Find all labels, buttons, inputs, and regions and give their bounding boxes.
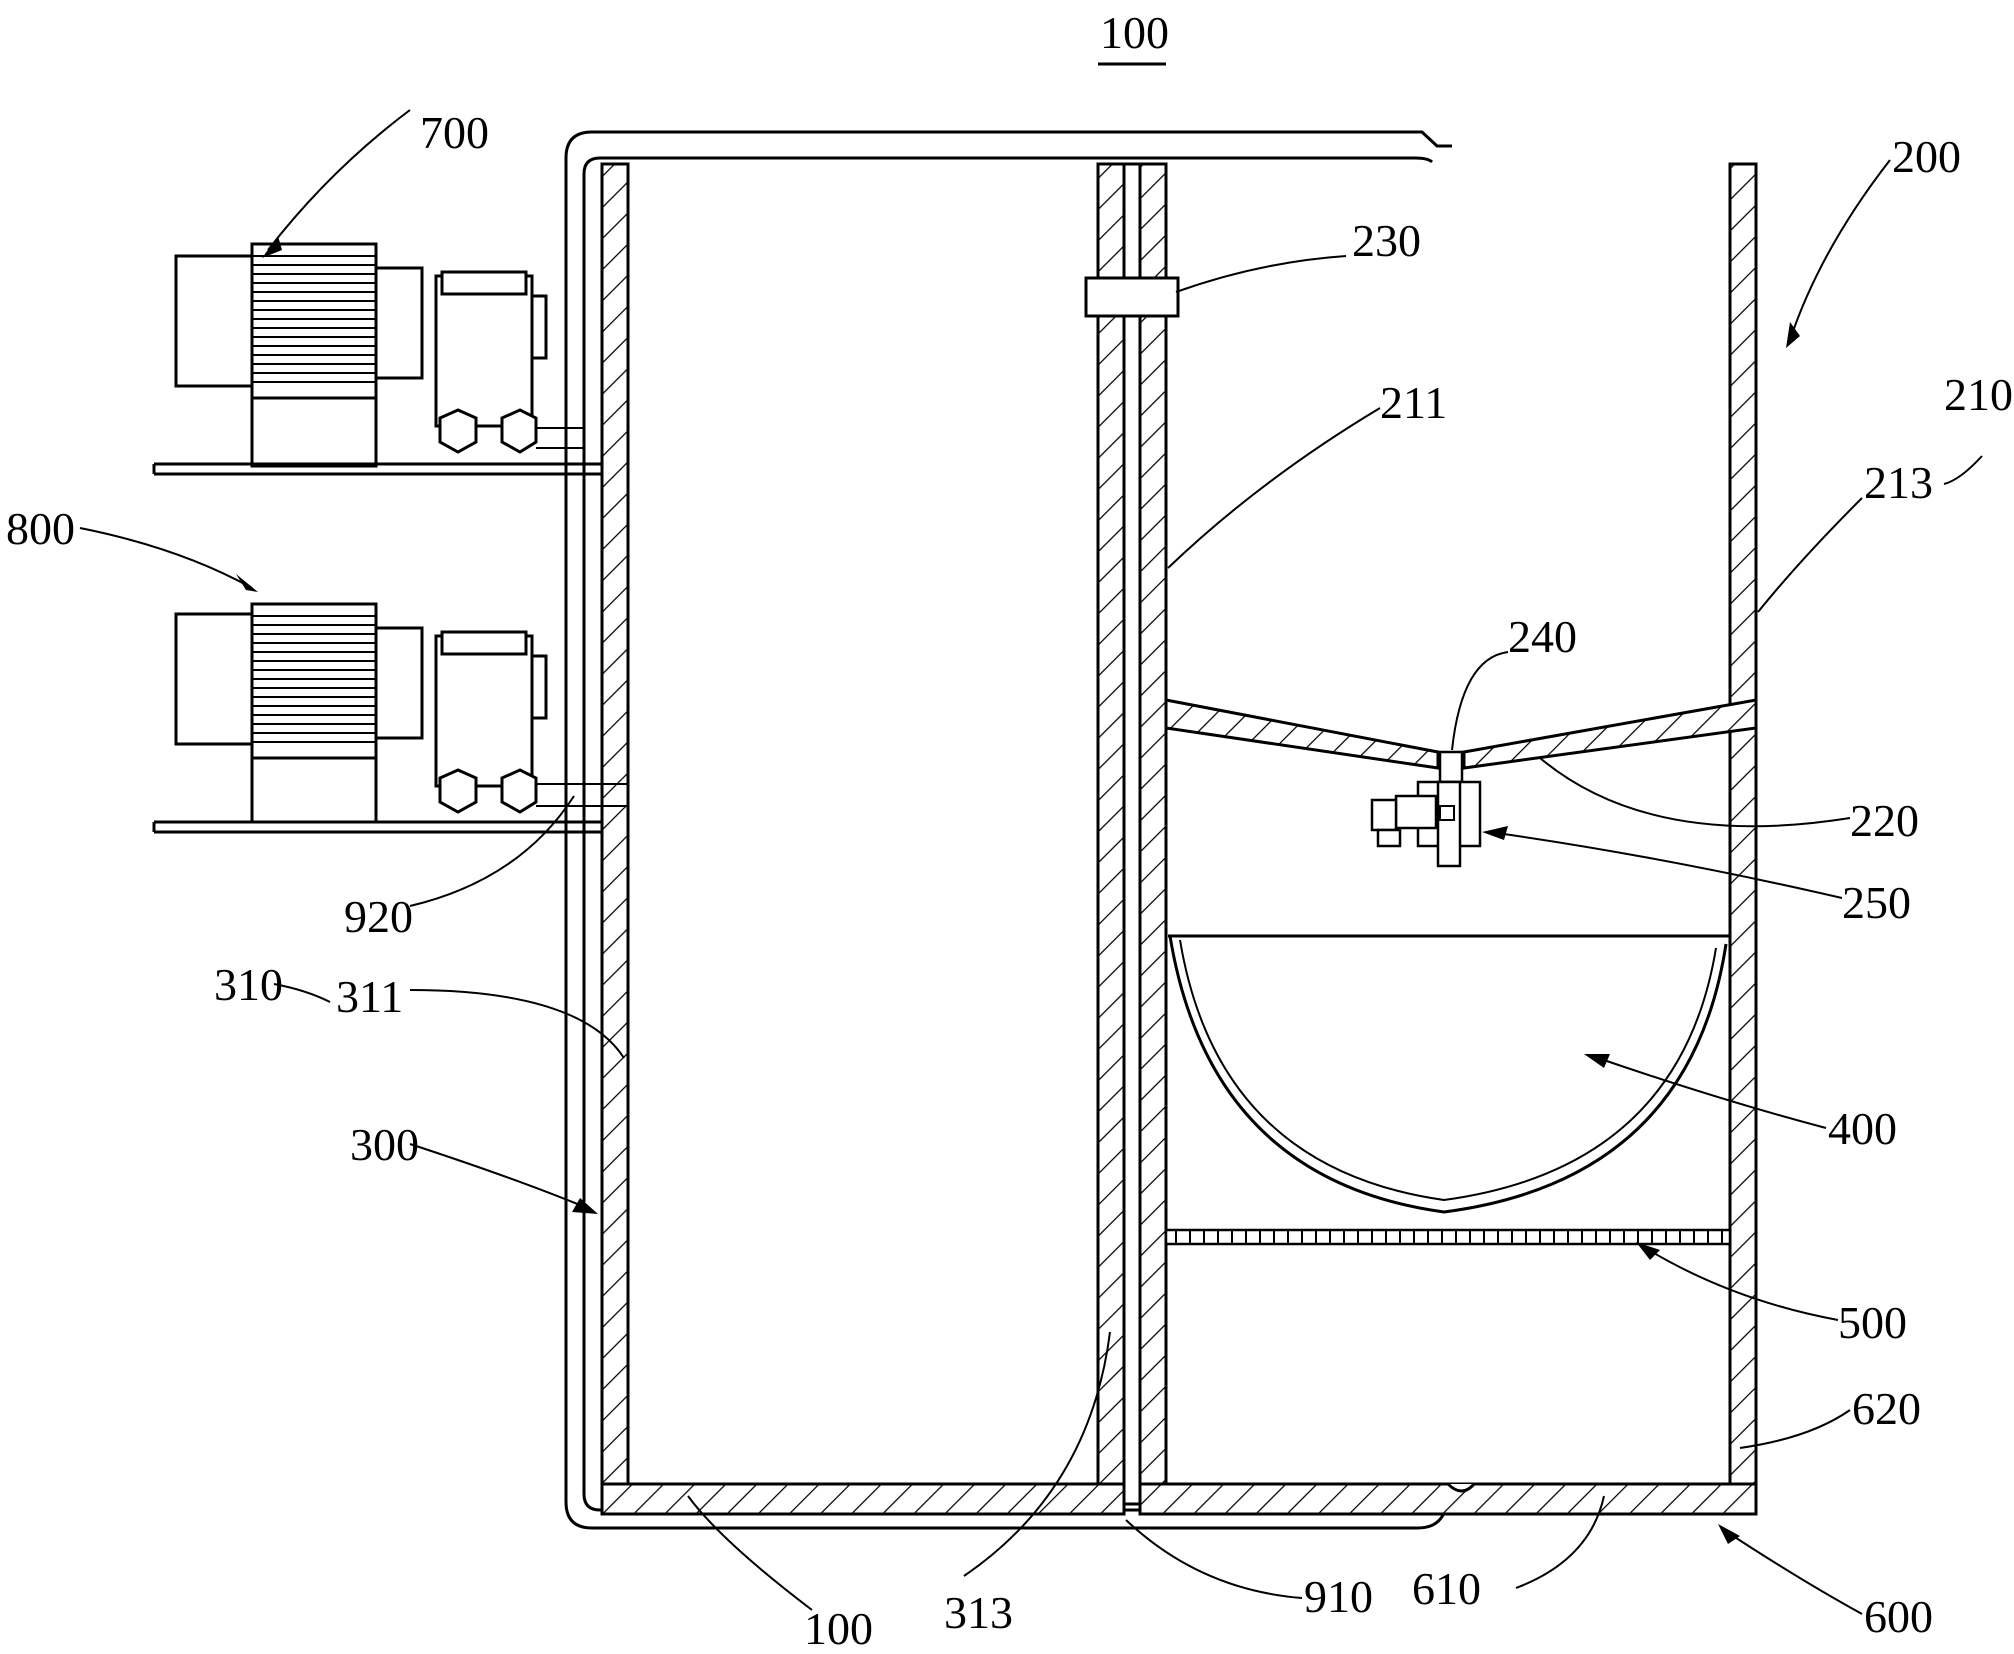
- perforated-plate-500: [1164, 1228, 1732, 1246]
- label-610: 610: [1412, 1563, 1481, 1614]
- label-300: 300: [350, 1119, 419, 1170]
- motor-700: [174, 242, 584, 468]
- figure-number: 100: [1100, 7, 1169, 58]
- basket-400: [1168, 934, 1730, 1214]
- label-250: 250: [1842, 877, 1911, 928]
- right-tank-left-wall: [1138, 162, 1168, 1486]
- label-920: 920: [344, 891, 413, 942]
- label-200: 200: [1892, 131, 1961, 182]
- funnel-outlet-240: [1438, 750, 1464, 784]
- right-tank-bottom: [1138, 1482, 1758, 1516]
- inner-pipe-loop: [582, 156, 1448, 1512]
- valve-block-230: [1084, 276, 1180, 318]
- label-230: 230: [1352, 215, 1421, 266]
- label-620: 620: [1852, 1383, 1921, 1434]
- outer-pipe-loop: [564, 130, 1452, 1530]
- label-500: 500: [1838, 1297, 1907, 1348]
- drain-outlet: [1446, 1482, 1476, 1493]
- funnel-plate-right: [1462, 698, 1758, 770]
- label-600: 600: [1864, 1591, 1933, 1642]
- central-pipe: [1122, 162, 1142, 1506]
- figure-reference: 100: [1098, 7, 1169, 66]
- label-100-bottom: 100: [804, 1603, 873, 1654]
- right-tank-right-wall: [1728, 162, 1758, 1486]
- label-240: 240: [1508, 611, 1577, 662]
- solenoid-valve-250: [1370, 780, 1482, 868]
- label-313: 313: [944, 1587, 1013, 1638]
- label-220: 220: [1850, 795, 1919, 846]
- reference-labels: 700 800 200 210 213 211 230 240 220 250 …: [6, 107, 2013, 1654]
- motor-800: [174, 602, 628, 824]
- label-213: 213: [1864, 457, 1933, 508]
- left-tank-inner-wall: [1096, 162, 1126, 1486]
- label-210: 210: [1944, 369, 2013, 420]
- label-910: 910: [1304, 1571, 1373, 1622]
- label-400: 400: [1828, 1103, 1897, 1154]
- leader-lines: [79, 109, 1983, 1615]
- label-700: 700: [420, 107, 489, 158]
- label-310: 310: [214, 959, 283, 1010]
- label-211: 211: [1380, 377, 1447, 428]
- label-800: 800: [6, 503, 75, 554]
- label-311: 311: [336, 971, 403, 1022]
- left-tank-outer-wall: [600, 162, 630, 1486]
